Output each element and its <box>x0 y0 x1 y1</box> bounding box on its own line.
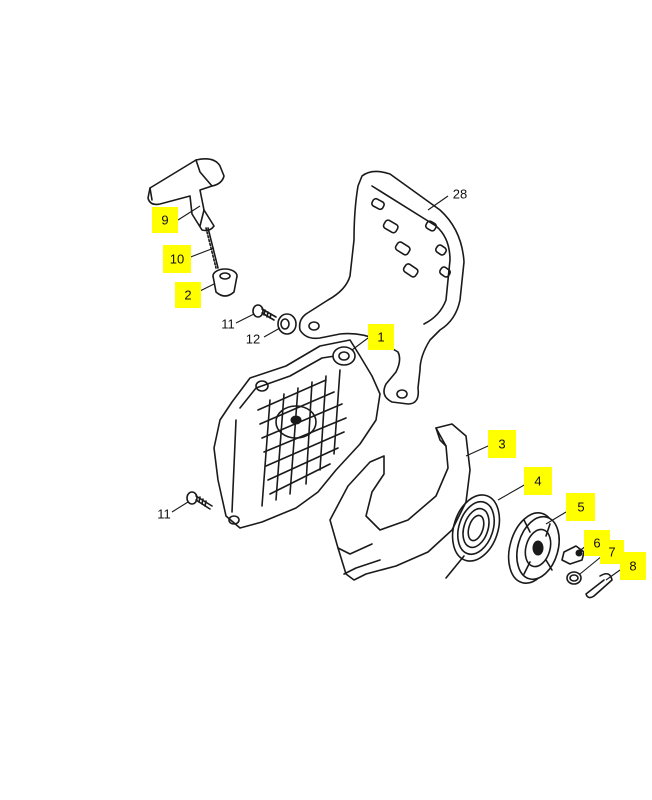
callout-28: 28 <box>453 187 467 202</box>
callout-5: 5 <box>566 493 595 521</box>
callout-label: 4 <box>534 474 541 489</box>
callout-9: 9 <box>152 207 178 233</box>
leader-3 <box>465 445 489 457</box>
rope-rotor-part <box>507 512 560 584</box>
callout-8: 8 <box>620 552 646 580</box>
callout-10: 10 <box>163 245 191 273</box>
callout-12: 12 <box>246 332 260 347</box>
callout-label: 3 <box>498 437 505 452</box>
callout-label: 28 <box>453 187 467 202</box>
callout-highlight <box>488 430 516 458</box>
leader-9 <box>177 205 201 221</box>
callout-1: 1 <box>368 324 394 350</box>
callout-label: 1 <box>377 330 384 345</box>
callout-4: 4 <box>524 467 552 495</box>
leader-1 <box>351 337 369 351</box>
leader-28 <box>427 195 449 211</box>
callout-11-bottom: 11 <box>157 507 171 522</box>
callout-highlight <box>524 467 552 495</box>
callout-2: 2 <box>175 282 201 308</box>
pawl-part <box>561 545 585 565</box>
callout-highlight <box>368 324 394 350</box>
screw-part-bottom <box>186 491 213 510</box>
spring-clip-part <box>585 572 613 599</box>
rewind-spring-part <box>445 494 501 579</box>
leader-11-bottom <box>171 501 189 513</box>
leader-8 <box>605 569 621 581</box>
callout-label: 11 <box>221 317 235 332</box>
hand-guard-part <box>298 170 465 405</box>
leader-10 <box>187 247 215 259</box>
callout-label: 9 <box>161 213 168 228</box>
callout-highlight <box>163 245 191 273</box>
leader-5 <box>545 511 567 525</box>
fan-housing-part <box>213 339 381 529</box>
callout-label: 7 <box>608 545 615 560</box>
callout-3: 3 <box>488 430 516 458</box>
washer-part <box>566 571 582 585</box>
screw-part-top <box>252 304 277 321</box>
callout-11-top: 11 <box>221 317 235 332</box>
rope-guide-bushing-part <box>212 268 238 297</box>
callout-label: 8 <box>629 559 636 574</box>
leader-7 <box>579 555 603 575</box>
callout-label: 10 <box>170 252 184 267</box>
starter-rope-part <box>205 227 219 269</box>
callout-label: 11 <box>157 507 171 522</box>
callout-highlight <box>175 282 201 308</box>
callout-label: 5 <box>577 500 584 515</box>
leader-12 <box>263 327 281 338</box>
callout-highlight <box>620 552 646 580</box>
leader-11-top <box>235 313 255 324</box>
callout-highlight <box>566 493 595 521</box>
leader-lines <box>171 195 621 581</box>
callout-label: 12 <box>246 332 260 347</box>
callout-label: 6 <box>593 536 600 551</box>
leader-4 <box>497 483 527 501</box>
starter-grip-part <box>147 158 225 232</box>
bushing-part-12 <box>277 313 297 335</box>
callout-label: 2 <box>184 288 191 303</box>
callout-highlight <box>152 207 178 233</box>
